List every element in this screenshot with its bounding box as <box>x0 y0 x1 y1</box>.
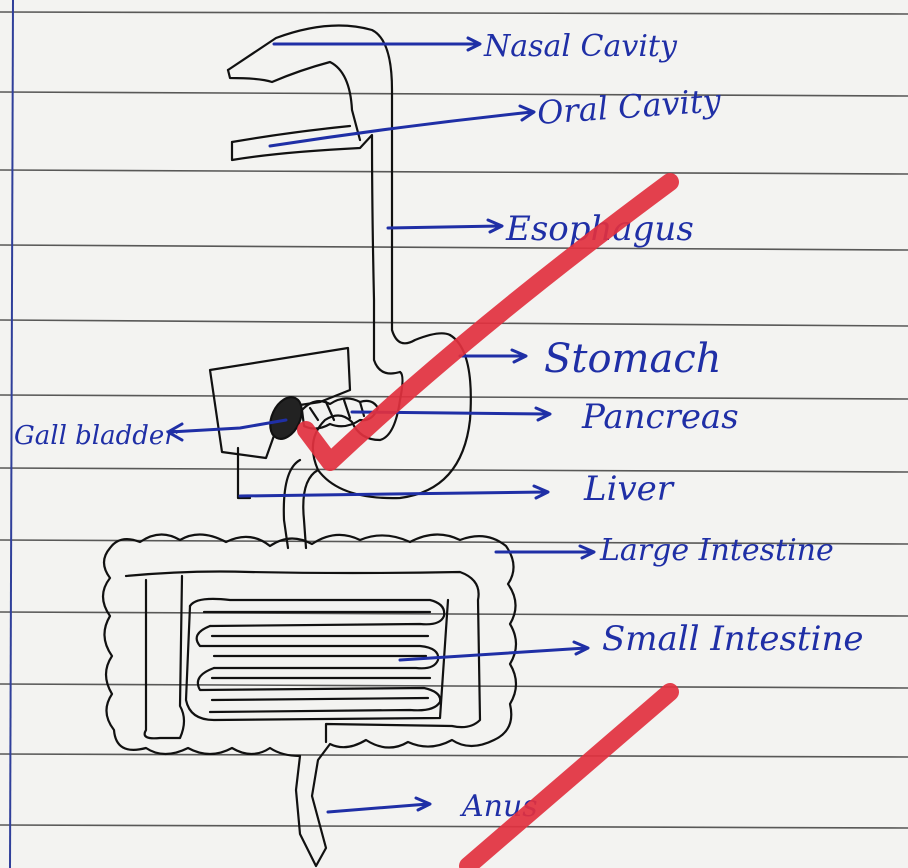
arrow-anus <box>328 798 430 812</box>
arrow-small-intestine <box>400 642 588 660</box>
arrow-esophagus <box>388 220 502 232</box>
arrow-nasal-cavity <box>274 38 480 50</box>
arrow-stomach <box>460 350 526 362</box>
label-gall-bladder: Gall bladder <box>14 421 178 451</box>
large-intestine-shape <box>103 534 516 866</box>
nasal-cavity-shape <box>228 26 450 344</box>
label-stomach: Stomach <box>544 336 722 382</box>
arrow-oral-cavity <box>270 106 534 146</box>
label-large-intestine: Large Intestine <box>599 533 834 568</box>
ruled-lines <box>0 12 908 828</box>
arrow-gall-bladder <box>168 420 286 440</box>
label-pancreas: Pancreas <box>581 397 739 437</box>
margin-line <box>10 0 13 868</box>
label-oral-cavity: Oral Cavity <box>536 81 723 132</box>
check-mark-bottom <box>468 692 670 866</box>
teacher-check-marks <box>306 182 670 866</box>
label-small-intestine: Small Intestine <box>602 619 863 659</box>
label-nasal-cavity: Nasal Cavity <box>483 29 678 64</box>
label-liver: Liver <box>583 469 675 509</box>
